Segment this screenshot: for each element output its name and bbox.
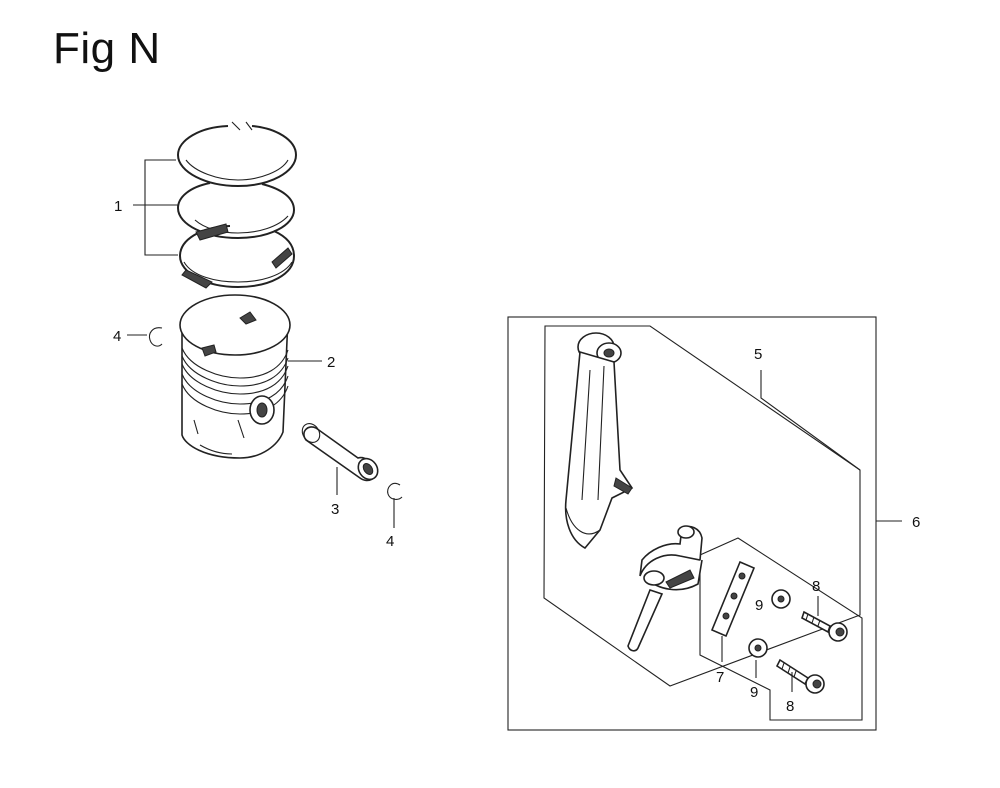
piston-rings-icon [176, 121, 298, 289]
washer-icon-2 [748, 638, 768, 658]
callout-3: 3 [331, 501, 339, 518]
callout-8a: 8 [812, 578, 820, 595]
washer-icon [771, 589, 791, 609]
callout-4b: 4 [386, 533, 394, 550]
callout-2: 2 [327, 354, 335, 371]
callout-7: 7 [716, 669, 724, 686]
pin-clip-icon [148, 327, 163, 347]
middle-ring-icon [176, 182, 296, 240]
connecting-rod-icon [564, 332, 634, 550]
pin-clip-icon-2 [387, 482, 403, 500]
top-ring-icon [176, 121, 298, 188]
callout-4a: 4 [113, 328, 121, 345]
callout-6: 6 [912, 514, 920, 531]
piston-icon [179, 294, 291, 459]
figure-title: Fig N [53, 24, 161, 73]
callout-5: 5 [754, 346, 762, 363]
rod-cap-icon [627, 525, 703, 652]
callout-9b: 9 [750, 684, 758, 701]
lock-plate-icon [710, 560, 756, 638]
rod-assembly-frame [507, 316, 877, 731]
bottom-ring-icon [178, 223, 296, 289]
bolt-icon [801, 610, 848, 642]
callout-8b: 8 [786, 698, 794, 715]
bolt-icon-2 [775, 658, 825, 694]
callout-9a: 9 [755, 597, 763, 614]
piston-pin-icon [301, 423, 379, 482]
callout-1: 1 [114, 198, 122, 215]
